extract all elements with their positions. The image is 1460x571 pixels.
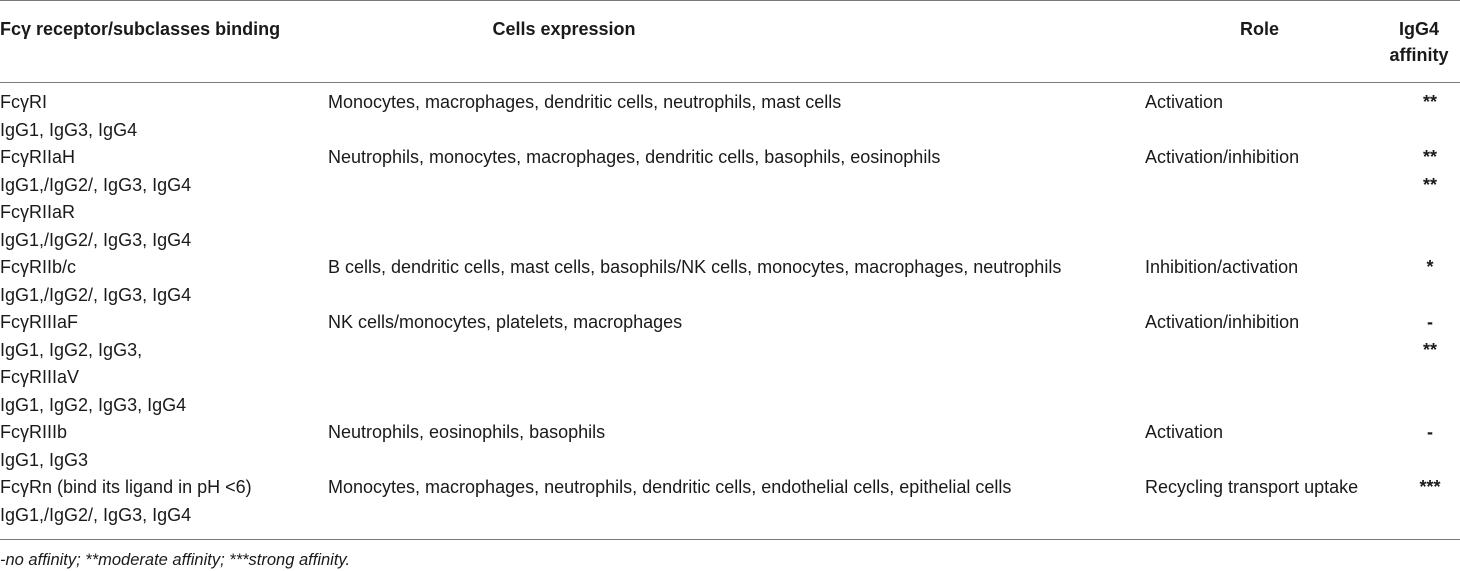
affinity-cell [1400,392,1460,420]
receptor-cell: FcγRn (bind its ligand in pH <6) [0,477,252,497]
role-cell [1145,172,1400,200]
role-cell: Activation [1145,92,1224,112]
receptor-cell: IgG1, IgG2, IgG3, IgG4 [0,394,187,415]
receptor-cell: IgG1, IgG2, IgG3, [0,339,143,360]
affinity-cell: *** [1419,477,1441,497]
cells-cell [328,337,1145,365]
cells-cell [328,282,1145,310]
role-cell: Activation/inhibition [1145,147,1300,167]
table-row: IgG1, IgG2, IgG3, ** [0,337,1460,365]
receptor-cell: IgG1,/IgG2/, IgG3, IgG4 [0,284,192,305]
cells-cell: Monocytes, macrophages, neutrophils, den… [328,477,1012,497]
affinity-cell: ** [1422,147,1437,167]
table-row: FcγRIIIb Neutrophils, eosinophils, basop… [0,419,1460,447]
header-cells-expression: Cells expression [492,19,636,39]
receptor-cell: IgG1,/IgG2/, IgG3, IgG4 [0,504,192,525]
affinity-cell [1400,199,1460,227]
role-cell [1145,337,1400,365]
table-body: FcγRI Monocytes, macrophages, dendritic … [0,89,1460,529]
affinity-cell [1400,447,1460,475]
header-receptor: Fcγ receptor/subclasses binding [0,19,281,39]
cells-cell: Monocytes, macrophages, dendritic cells,… [328,92,842,112]
affinity-cell: * [1426,257,1434,277]
cells-cell [328,447,1145,475]
affinity-cell [1400,117,1460,145]
role-cell: Inhibition/activation [1145,257,1299,277]
cells-cell [328,199,1145,227]
header-affinity-line2: affinity [1389,45,1449,65]
role-cell [1145,502,1400,530]
affinity-cell: - [1427,312,1433,332]
cells-cell: Neutrophils, eosinophils, basophils [328,422,606,442]
table-row: FcγRI Monocytes, macrophages, dendritic … [0,89,1460,117]
role-cell [1145,364,1400,392]
receptor-cell: IgG1, IgG3, IgG4 [0,119,138,140]
receptor-cell: FcγRI [0,92,47,112]
header-affinity: IgG4 affinity [1378,16,1460,68]
affinity-cell [1400,282,1460,310]
cells-cell: B cells, dendritic cells, mast cells, ba… [328,257,1062,277]
affinity-cell [1400,502,1460,530]
table-row: IgG1,/IgG2/, IgG3, IgG4 ** [0,172,1460,200]
table-row: FcγRIIaR [0,199,1460,227]
receptor-cell: IgG1,/IgG2/, IgG3, IgG4 [0,229,192,250]
cells-cell [328,364,1145,392]
table-row: IgG1, IgG3 [0,447,1460,475]
affinity-cell: ** [1422,92,1437,112]
cells-cell [328,117,1145,145]
table-row: IgG1,/IgG2/, IgG3, IgG4 [0,282,1460,310]
role-cell [1145,117,1400,145]
receptor-cell: IgG1, IgG3 [0,449,89,470]
affinity-cell [1400,227,1460,255]
table-row: IgG1,/IgG2/, IgG3, IgG4 [0,227,1460,255]
header-role: Role [1240,19,1280,39]
role-cell [1145,282,1400,310]
role-cell [1145,392,1400,420]
table-row: IgG1, IgG3, IgG4 [0,117,1460,145]
receptor-cell: FcγRIIaH [0,147,76,167]
table-header: Fcγ receptor/subclasses binding Cells ex… [0,0,1460,82]
cells-cell [328,502,1145,530]
header-affinity-line1: IgG4 [1398,19,1439,39]
table-row: FcγRn (bind its ligand in pH <6) Monocyt… [0,474,1460,502]
role-cell [1145,199,1400,227]
role-cell: Recycling transport uptake [1145,477,1359,497]
cells-cell: NK cells/monocytes, platelets, macrophag… [328,312,683,332]
receptor-cell: IgG1,/IgG2/, IgG3, IgG4 [0,174,192,195]
cells-cell: Neutrophils, monocytes, macrophages, den… [328,147,941,167]
receptor-cell: FcγRIIIb [0,422,68,442]
role-cell: Activation/inhibition [1145,312,1300,332]
affinity-cell: ** [1422,339,1437,360]
affinity-cell: - [1427,422,1433,442]
table-row: FcγRIIaH Neutrophils, monocytes, macroph… [0,144,1460,172]
affinity-cell [1400,364,1460,392]
table-row: FcγRIIb/c B cells, dendritic cells, mast… [0,254,1460,282]
table-row: FcγRIIIaV [0,364,1460,392]
table-top-rule [0,0,1460,1]
cells-cell [328,172,1145,200]
receptor-cell: FcγRIIIaF [0,312,79,332]
table-row: FcγRIIIaF NK cells/monocytes, platelets,… [0,309,1460,337]
table-bottom-rule [0,539,1460,540]
receptor-cell: FcγRIIIaV [0,367,80,387]
table-row: IgG1,/IgG2/, IgG3, IgG4 [0,502,1460,530]
cells-cell [328,227,1145,255]
role-cell [1145,227,1400,255]
role-cell [1145,447,1400,475]
cells-cell [328,392,1145,420]
header-rule [0,82,1460,83]
table-row: IgG1, IgG2, IgG3, IgG4 [0,392,1460,420]
receptor-cell: FcγRIIaR [0,202,76,222]
role-cell: Activation [1145,422,1224,442]
table-footnote: -no affinity; **moderate affinity; ***st… [0,551,351,569]
receptor-cell: FcγRIIb/c [0,257,77,277]
affinity-cell: ** [1422,174,1437,195]
